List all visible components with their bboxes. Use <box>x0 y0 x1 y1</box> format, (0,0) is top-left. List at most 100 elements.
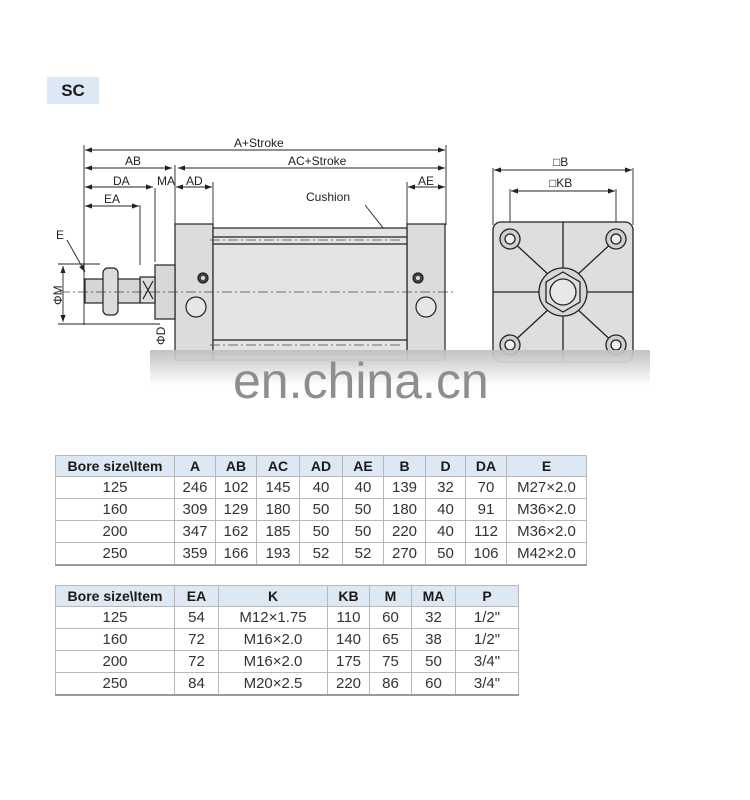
cell: 112 <box>465 520 507 543</box>
cell: 60 <box>369 606 412 629</box>
header-d: D <box>425 455 466 477</box>
cell: 60 <box>411 672 456 696</box>
dim-ac-stroke: AC+Stroke <box>288 154 347 168</box>
cell: 160 <box>55 498 175 521</box>
cell: M16×2.0 <box>218 650 328 673</box>
cell: M20×2.5 <box>218 672 328 696</box>
cell: 65 <box>369 628 412 651</box>
header-ma: MA <box>411 585 456 607</box>
cell: 125 <box>55 606 175 629</box>
table-row: 200 72 M16×2.0 175 75 50 3/4" <box>55 650 519 673</box>
table-header-row: Bore size\Item EA K KB M MA P <box>55 585 519 607</box>
cell: 91 <box>465 498 507 521</box>
cell: 160 <box>55 628 175 651</box>
table-row: 250 84 M20×2.5 220 86 60 3/4" <box>55 672 519 696</box>
header-b: B <box>383 455 426 477</box>
series-badge: SC <box>47 77 99 104</box>
cell: 32 <box>425 476 466 499</box>
dim-b: □B <box>553 155 568 169</box>
cell: 220 <box>383 520 426 543</box>
header-ad: AD <box>299 455 343 477</box>
dim-ea: EA <box>104 192 120 206</box>
header-ea: EA <box>174 585 219 607</box>
cell: 220 <box>327 672 370 696</box>
cell: 140 <box>327 628 370 651</box>
header-e: E <box>506 455 587 477</box>
cell: 50 <box>342 520 384 543</box>
cell: 38 <box>411 628 456 651</box>
cell: 54 <box>174 606 219 629</box>
header-kb: KB <box>327 585 370 607</box>
cell: 50 <box>299 520 343 543</box>
cell: 40 <box>425 498 466 521</box>
header-da: DA <box>465 455 507 477</box>
cell: 102 <box>215 476 257 499</box>
cell: 1/2" <box>455 628 519 651</box>
cell: 40 <box>342 476 384 499</box>
cell: 145 <box>256 476 300 499</box>
cell: M12×1.75 <box>218 606 328 629</box>
cell: 40 <box>425 520 466 543</box>
cell: M36×2.0 <box>506 498 587 521</box>
table-row: 200 347 162 185 50 50 220 40 112 M36×2.0 <box>55 520 587 543</box>
spec-table-2: Bore size\Item EA K KB M MA P 125 54 M12… <box>55 585 519 696</box>
dim-ae: AE <box>418 174 434 188</box>
cell: 250 <box>55 542 175 566</box>
dim-phi-d: ΦD <box>154 326 168 345</box>
table-row: 250 359 166 193 52 52 270 50 106 M42×2.0 <box>55 542 587 566</box>
dim-a-stroke: A+Stroke <box>234 136 284 150</box>
cell: 72 <box>174 628 219 651</box>
cell: 50 <box>342 498 384 521</box>
cell: M27×2.0 <box>506 476 587 499</box>
header-bore-size: Bore size\Item <box>55 585 175 607</box>
header-ae: AE <box>342 455 384 477</box>
cell: 86 <box>369 672 412 696</box>
cell: 166 <box>215 542 257 566</box>
cell: 162 <box>215 520 257 543</box>
cell: 40 <box>299 476 343 499</box>
cell: 185 <box>256 520 300 543</box>
blur-band <box>150 350 650 385</box>
dim-ma: MA <box>157 174 175 188</box>
spec-table-1: Bore size\Item A AB AC AD AE B D DA E 12… <box>55 455 587 566</box>
cell: 359 <box>174 542 216 566</box>
cell: M36×2.0 <box>506 520 587 543</box>
table-row: 160 72 M16×2.0 140 65 38 1/2" <box>55 628 519 651</box>
cell: 125 <box>55 476 175 499</box>
header-ac: AC <box>256 455 300 477</box>
cell: 50 <box>299 498 343 521</box>
header-m: M <box>369 585 412 607</box>
table-row: 125 246 102 145 40 40 139 32 70 M27×2.0 <box>55 476 587 499</box>
side-view-labels: A+Stroke AB AC+Stroke DA MA AD AE EA Cus… <box>51 136 434 345</box>
header-bore-size: Bore size\Item <box>55 455 175 477</box>
header-ab: AB <box>215 455 257 477</box>
cell: 106 <box>465 542 507 566</box>
dim-da: DA <box>113 174 130 188</box>
cell: 200 <box>55 650 175 673</box>
cell: 70 <box>465 476 507 499</box>
cell: 180 <box>256 498 300 521</box>
cell: 52 <box>342 542 384 566</box>
watermark: en.china.cn <box>233 353 489 409</box>
cell: 50 <box>411 650 456 673</box>
cell: 139 <box>383 476 426 499</box>
cylinder-end-view <box>492 221 634 363</box>
header-p: P <box>455 585 519 607</box>
end-view-dimensions <box>492 167 634 225</box>
cell: M16×2.0 <box>218 628 328 651</box>
cell: 180 <box>383 498 426 521</box>
cell: 1/2" <box>455 606 519 629</box>
cell: 193 <box>256 542 300 566</box>
cell: 3/4" <box>455 672 519 696</box>
cell: 129 <box>215 498 257 521</box>
cell: 72 <box>174 650 219 673</box>
cell: 50 <box>425 542 466 566</box>
dim-ad: AD <box>186 174 203 188</box>
callout-e: E <box>56 228 64 242</box>
cell: 250 <box>55 672 175 696</box>
cell: 309 <box>174 498 216 521</box>
dim-phi-m: ΦM <box>51 285 65 305</box>
table-row: 125 54 M12×1.75 110 60 32 1/2" <box>55 606 519 629</box>
cell: 246 <box>174 476 216 499</box>
cell: 110 <box>327 606 370 629</box>
